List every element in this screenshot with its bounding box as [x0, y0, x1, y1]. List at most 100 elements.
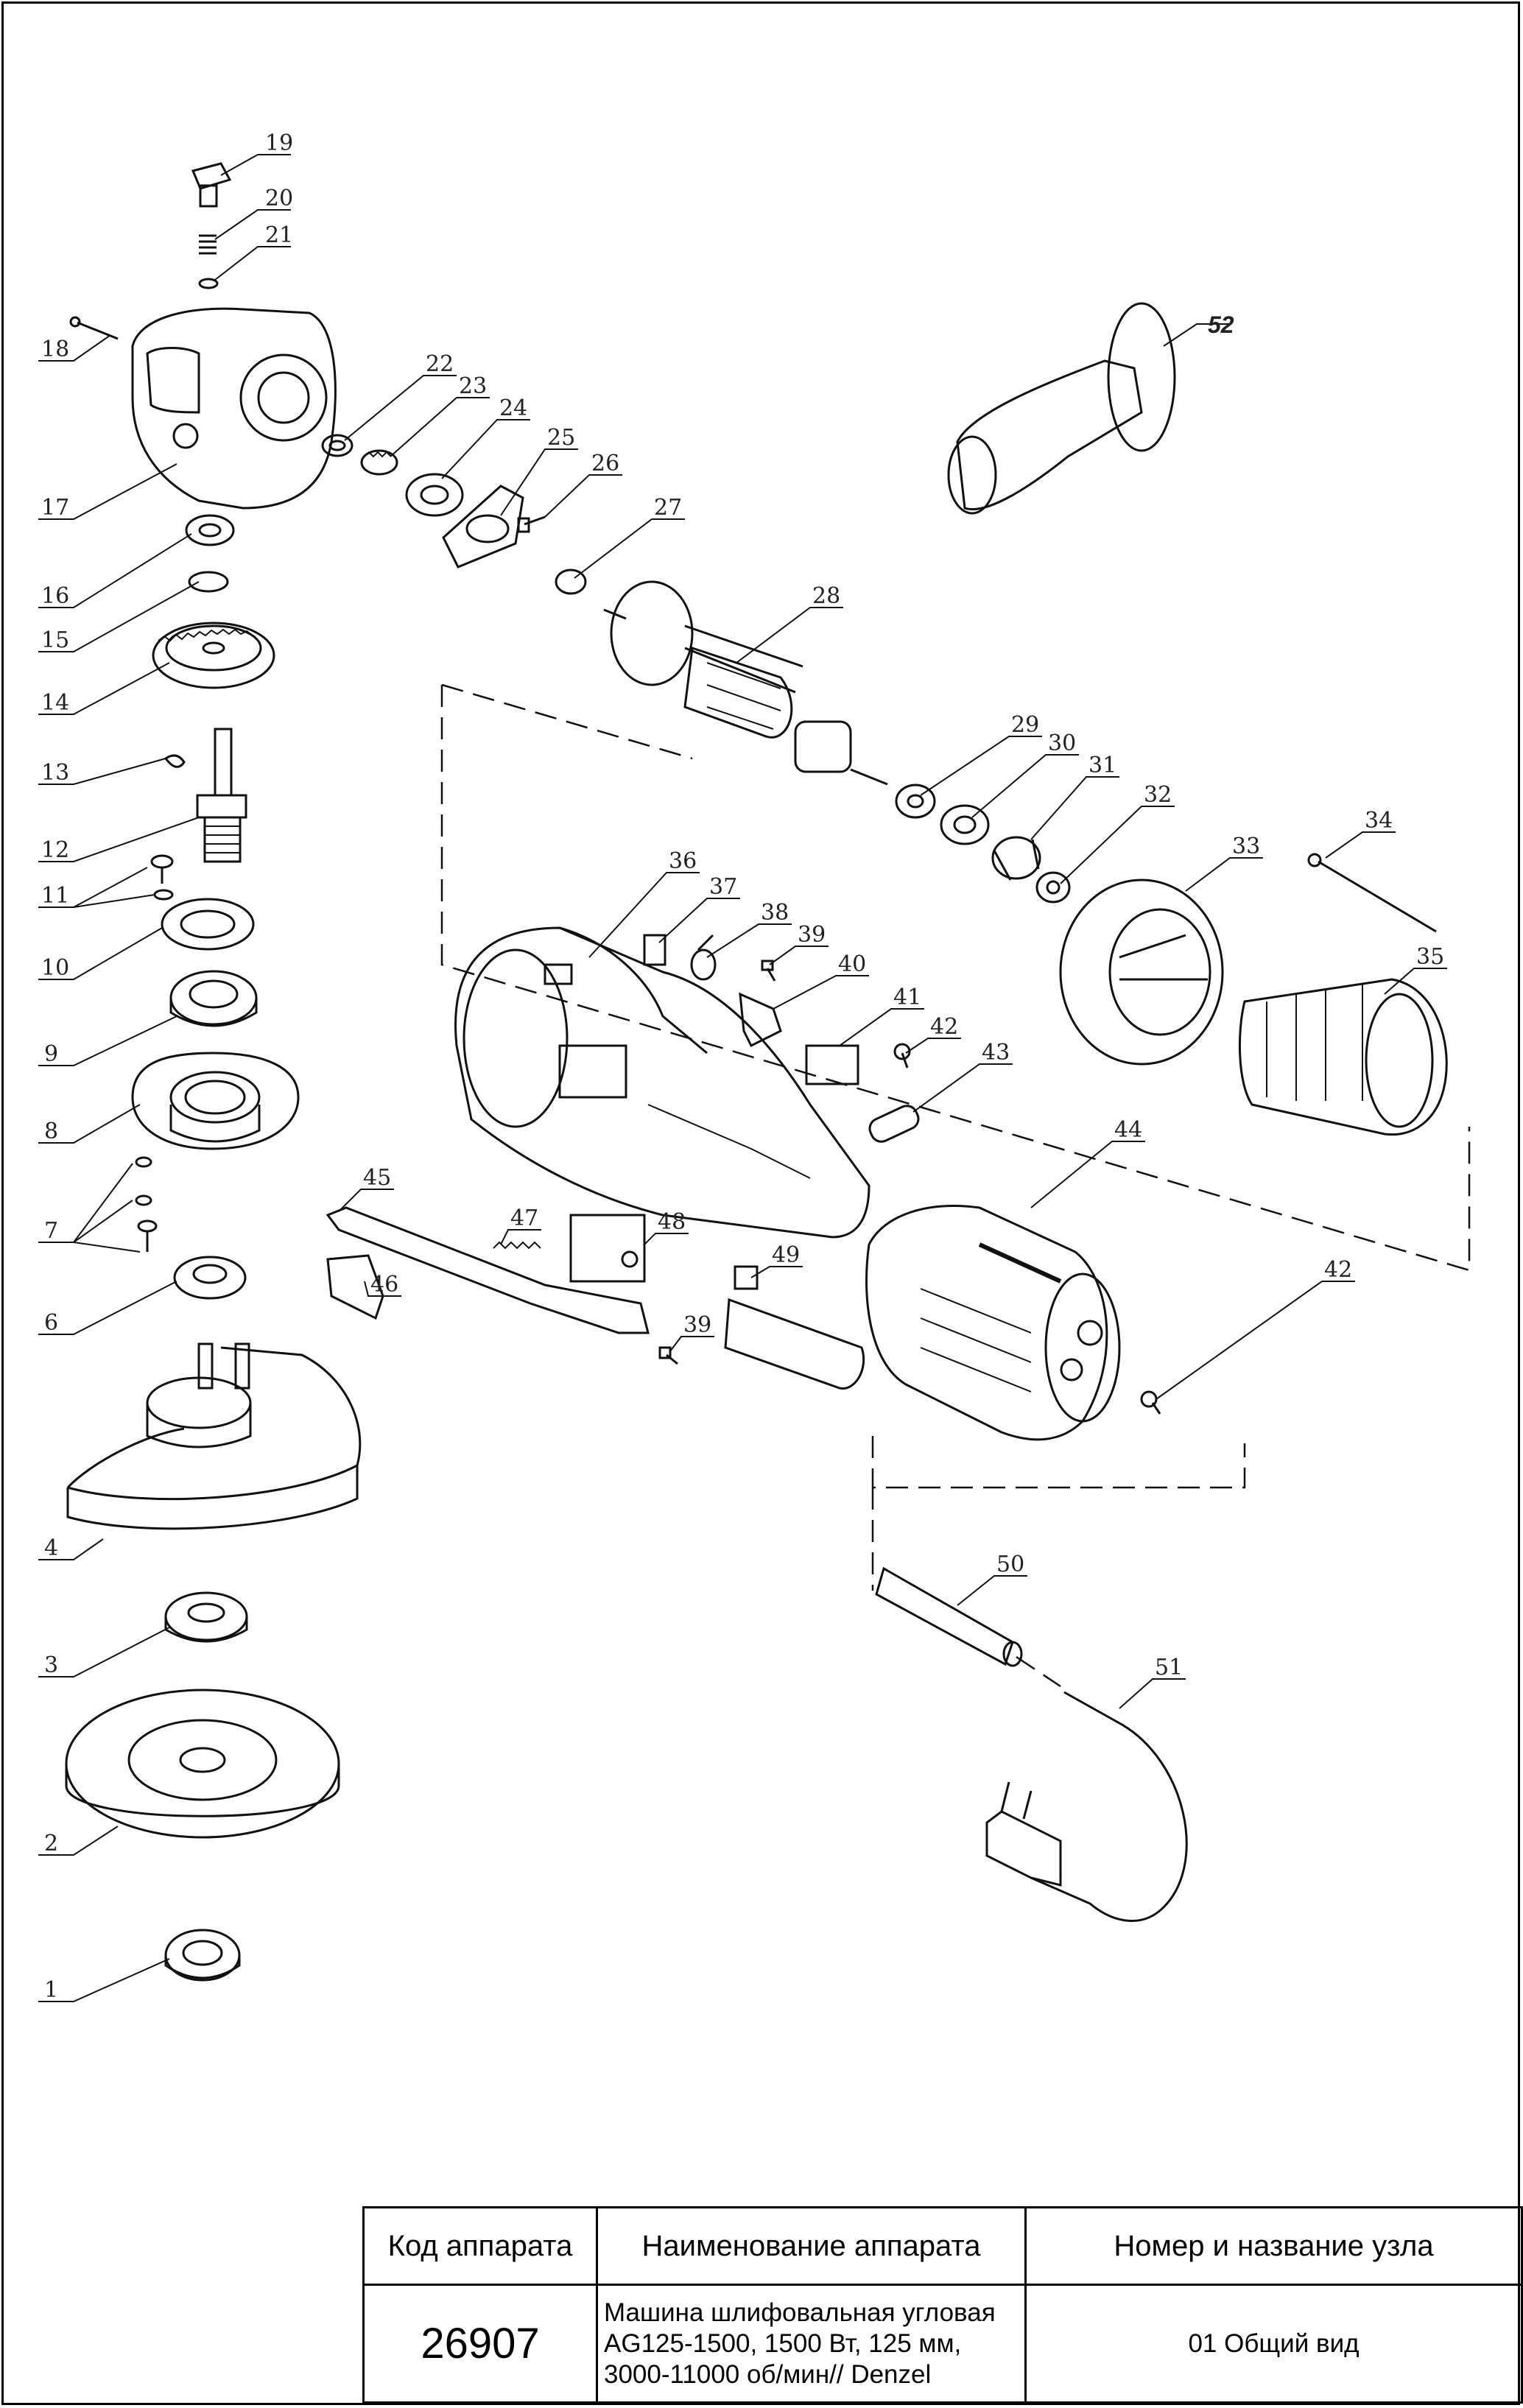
part-16-bearing: [185, 514, 235, 546]
title-block: Код аппарата Наименование аппарата Номер…: [362, 2206, 1523, 2404]
part-label: 12: [41, 837, 69, 863]
part-label: 36: [669, 848, 697, 874]
part-17-gear-housing: [131, 307, 337, 510]
part-label: 26: [591, 451, 619, 476]
part-46-switch-knob: [326, 1254, 384, 1320]
part-label: 42: [930, 1014, 958, 1040]
part-22-pinion: [321, 434, 354, 457]
part-label: 41: [893, 985, 921, 1010]
part-23-gear: [360, 449, 398, 476]
part-label: 39: [683, 1312, 711, 1338]
part-20-spring: [199, 234, 217, 255]
part-label: 31: [1088, 753, 1116, 778]
part-label: 19: [265, 130, 293, 156]
part-label: 21: [265, 222, 293, 248]
part-45-switch-lever: [326, 1206, 650, 1334]
part-40-holder: [739, 992, 782, 1048]
part-42-screw-top: [893, 1043, 911, 1069]
part-7-screws: [135, 1156, 158, 1252]
part-label: 39: [798, 922, 826, 948]
part-label: 44: [1114, 1117, 1142, 1143]
part-6-inner-flange: [173, 1256, 247, 1300]
device-name-line: 3000-11000 об/мин// Denzel: [604, 2359, 932, 2389]
part-label: 40: [838, 951, 866, 977]
exploded-view-diagram: 1 2 3 4 6 7 8 9 10 11 12 13 14 15 16 17 …: [38, 130, 1471, 2003]
part-label: 2: [44, 1831, 58, 1856]
part-label: 37: [709, 874, 737, 900]
part-38-spring: [690, 934, 717, 981]
part-3-outer-flange: [164, 1591, 248, 1643]
part-label: 9: [44, 1041, 58, 1067]
part-label: 46: [370, 1272, 398, 1298]
part-8-bearing-plate: [131, 1052, 300, 1150]
part-label: 3: [44, 1652, 58, 1678]
part-33-baffle: [1059, 879, 1224, 1066]
part-26-screw: [517, 515, 546, 533]
part-18-pin: [69, 316, 119, 340]
part-14-bevel-gear: [152, 622, 275, 689]
part-12-spindle: [196, 728, 247, 863]
device-name-line: AG125-1500, 1500 Вт, 125 мм,: [604, 2328, 962, 2358]
part-label: 15: [41, 627, 69, 653]
part-28-armature: [603, 580, 888, 786]
part-label: 32: [1144, 782, 1172, 808]
part-label: 8: [44, 1119, 58, 1144]
dashed-guides: [440, 683, 1471, 1688]
part-label: 48: [658, 1209, 686, 1235]
leader-lines: [38, 154, 1447, 2002]
part-39-screw-lower: [658, 1346, 678, 1365]
part-1-clamping-nut: [164, 1929, 241, 1982]
part-30-bearing: [940, 804, 990, 845]
part-label: 16: [41, 583, 69, 609]
part-35-stator: [1238, 978, 1448, 1136]
part-label: 45: [363, 1165, 391, 1191]
part-36-motor-housing: [454, 926, 870, 1239]
part-51-power-cord: [985, 1691, 1188, 1922]
part-9-bearing: [169, 970, 258, 1027]
part-11-screw-washer: [150, 854, 174, 901]
part-48-switch: [569, 1214, 646, 1283]
part-19-lock-button: [191, 162, 232, 208]
part-label: 43: [982, 1040, 1010, 1066]
part-37-brush: [643, 934, 666, 966]
device-name: Машина шлифовальная угловая AG125-1500, …: [596, 2284, 1027, 2404]
part-label: 51: [1155, 1655, 1183, 1680]
part-label: 50: [996, 1552, 1024, 1577]
part-label: 38: [761, 900, 789, 926]
part-label: 11: [41, 883, 69, 909]
part-42-screw-right: [1140, 1390, 1161, 1415]
part-49-filter: [724, 1265, 865, 1390]
part-44-rear-housing: [865, 1205, 1121, 1441]
part-10-plate: [161, 898, 255, 951]
part-21-ring: [198, 278, 219, 289]
part-label: 13: [41, 760, 69, 786]
part-13-key: [163, 754, 186, 768]
part-label: 17: [41, 495, 69, 521]
part-label: 35: [1416, 944, 1444, 970]
part-label: 30: [1048, 731, 1076, 756]
part-2-disc: [65, 1689, 340, 1839]
part-43-clamp: [868, 1105, 920, 1143]
part-label: 47: [510, 1205, 538, 1231]
unit-name: 01 Общий вид: [1024, 2284, 1523, 2404]
part-label: 4: [44, 1535, 58, 1561]
part-29-washer: [895, 784, 936, 819]
part-label: 34: [1365, 808, 1393, 834]
part-34-long-screw: [1307, 853, 1437, 933]
part-50-strain-relief: [875, 1566, 1023, 1667]
part-label: 6: [44, 1310, 58, 1336]
part-label: 28: [812, 583, 840, 609]
code-header: Код аппарата: [362, 2206, 598, 2286]
part-31-sleeve: [991, 836, 1041, 881]
part-label: 10: [41, 955, 69, 981]
part-labels: 1 2 3 4 6 7 8 9 10 11 12 13 14 15 16 17 …: [41, 130, 1444, 2003]
part-label: 20: [265, 186, 293, 211]
part-label: 23: [459, 373, 487, 399]
part-41-capacitor: [805, 1044, 859, 1085]
part-52-side-handle: [947, 302, 1176, 515]
part-label: 18: [41, 337, 69, 362]
part-label: 27: [654, 495, 682, 521]
part-25-plate: [442, 485, 524, 568]
part-label: 14: [41, 690, 69, 716]
